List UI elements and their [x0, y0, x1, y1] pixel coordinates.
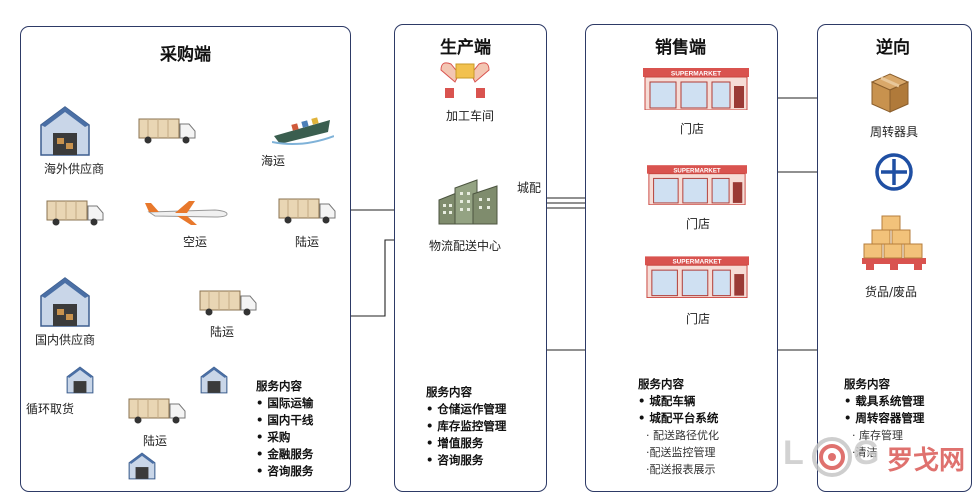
service-sub-item: ·配送报表展示 [646, 463, 716, 476]
service-sub-item: ·配送监控管理 [646, 446, 716, 459]
services-heading: 服务内容 [426, 385, 472, 399]
store-label: 门店 [686, 312, 711, 326]
warehouse-icon [66, 366, 94, 394]
store-label: 门店 [680, 122, 705, 136]
warehouse-icon [40, 106, 90, 156]
land-freight-label: 陆运 [295, 235, 320, 249]
procurement-services: 服务内容 • 国际运输 • 国内干线 • 采购 • 金融服务 • 咨询服务 [256, 378, 313, 480]
watermark: L G 罗戈网 [783, 432, 979, 492]
services-heading: 服务内容 [638, 377, 684, 391]
truck-icon [138, 118, 196, 144]
production-services: 服务内容 • 仓储运作管理 • 库存监控管理 • 增值服务 • 咨询服务 [426, 384, 506, 469]
service-sub-item: · 配送路径优化 [646, 429, 719, 442]
reverse-services: 服务内容 • 载具系统管理 • 周转容器管理 · 库存管理 ·清洁 [844, 376, 924, 461]
truck-icon [199, 290, 257, 316]
service-item: • 库存监控管理 [426, 419, 507, 433]
warehouse-icon [40, 277, 90, 327]
store-icon: SUPERMARKET [645, 256, 749, 298]
service-item: • 国内干线 [256, 413, 314, 427]
production-title: 生产端 [440, 38, 491, 58]
distribution-center-icon [438, 179, 498, 225]
service-item: • 周转容器管理 [844, 411, 925, 425]
service-item: • 采购 [256, 430, 291, 444]
target-logo-icon [812, 437, 852, 477]
store-sign: SUPERMARKET [672, 259, 721, 266]
warehouse-icon [128, 452, 156, 480]
store-label: 门店 [686, 217, 711, 231]
land-freight-label: 陆运 [143, 434, 168, 448]
store-icon: SUPERMARKET [643, 68, 749, 110]
air-freight-label: 空运 [183, 235, 208, 249]
workshop-label: 加工车间 [446, 109, 495, 123]
truck-icon [46, 200, 104, 226]
workshop-icon [440, 62, 490, 98]
milk-run-label: 循环取货 [26, 402, 75, 416]
production-panel [394, 24, 547, 492]
cardboard-box-icon [870, 73, 910, 113]
goods-pallet-icon [862, 215, 926, 270]
service-sub-item: ·清洁 [852, 446, 878, 459]
store-sign: SUPERMARKET [673, 167, 721, 174]
watermark-g: G [853, 434, 880, 472]
watermark-letter: L [783, 434, 804, 472]
service-item: • 城配车辆 [638, 394, 696, 408]
service-item: • 咨询服务 [426, 453, 484, 467]
city-delivery-label: 城配 [517, 181, 542, 195]
reverse-title: 逆向 [876, 38, 910, 58]
goods-label: 货品/废品 [865, 285, 918, 299]
plus-circle-icon [875, 153, 913, 191]
ship-icon [272, 117, 334, 145]
service-item: • 增值服务 [426, 436, 484, 450]
sea-freight-label: 海运 [261, 154, 286, 168]
services-heading: 服务内容 [256, 379, 302, 393]
service-sub-item: · 库存管理 [852, 429, 903, 442]
service-item: • 咨询服务 [256, 464, 314, 478]
domestic-supplier-label: 国内供应商 [35, 333, 96, 347]
truck-icon [278, 198, 336, 224]
service-item: • 载具系统管理 [844, 394, 925, 408]
sales-services: 服务内容 • 城配车辆 • 城配平台系统 · 配送路径优化 ·配送监控管理 ·配… [638, 376, 719, 478]
warehouse-icon [200, 366, 228, 394]
service-item: • 国际运输 [256, 396, 314, 410]
services-heading: 服务内容 [844, 377, 890, 391]
service-item: • 仓储运作管理 [426, 402, 507, 416]
service-item: • 金融服务 [256, 447, 314, 461]
containers-label: 周转器具 [870, 125, 919, 139]
watermark-brand: 罗戈网 [887, 446, 966, 476]
store-icon: SUPERMARKET [647, 165, 747, 205]
overseas-supplier-label: 海外供应商 [44, 162, 105, 176]
store-sign: SUPERMARKET [671, 71, 721, 78]
truck-icon [128, 398, 186, 424]
dc-label: 物流配送中心 [429, 239, 502, 253]
land-freight-label: 陆运 [210, 325, 235, 339]
airplane-icon [145, 201, 228, 225]
sales-title: 销售端 [655, 38, 706, 58]
procurement-title: 采购端 [160, 45, 211, 65]
service-item: • 城配平台系统 [638, 411, 719, 425]
